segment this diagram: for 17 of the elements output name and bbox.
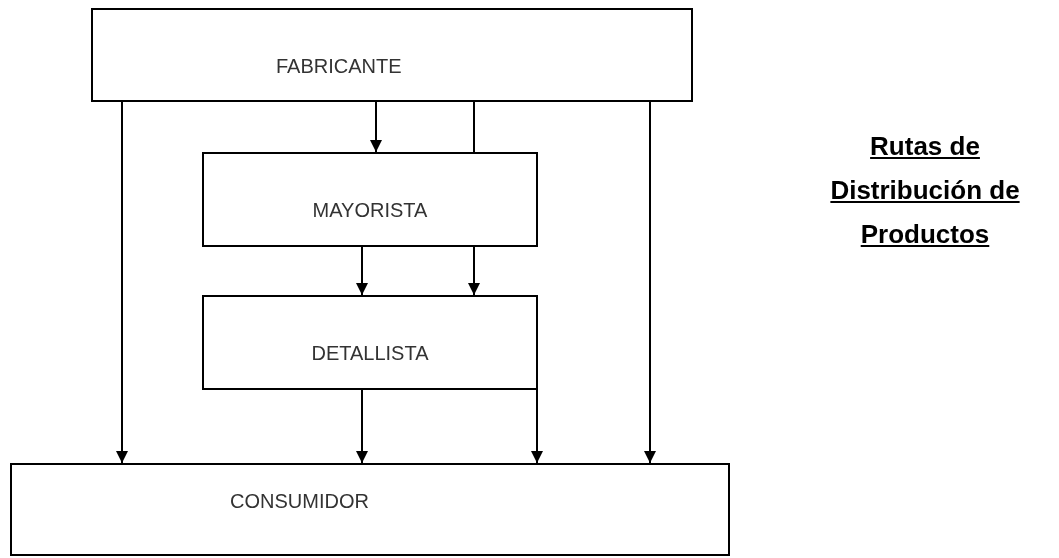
box-label: MAYORISTA xyxy=(312,200,428,220)
title: Rutas de Distribución de Productos xyxy=(829,130,1021,251)
box-label: FABRICANTE xyxy=(276,56,402,76)
connector-line xyxy=(473,101,475,153)
arrow xyxy=(370,101,382,153)
process-box xyxy=(91,8,693,102)
box-label: CONSUMIDOR xyxy=(230,491,369,511)
arrow xyxy=(644,101,656,464)
arrow xyxy=(531,389,543,464)
process-box xyxy=(202,152,538,247)
arrow xyxy=(356,246,368,296)
process-box xyxy=(202,295,538,390)
arrow xyxy=(468,246,480,296)
process-box xyxy=(10,463,730,556)
box-label: DETALLISTA xyxy=(311,343,429,363)
arrow xyxy=(116,101,128,464)
arrow xyxy=(356,389,368,464)
